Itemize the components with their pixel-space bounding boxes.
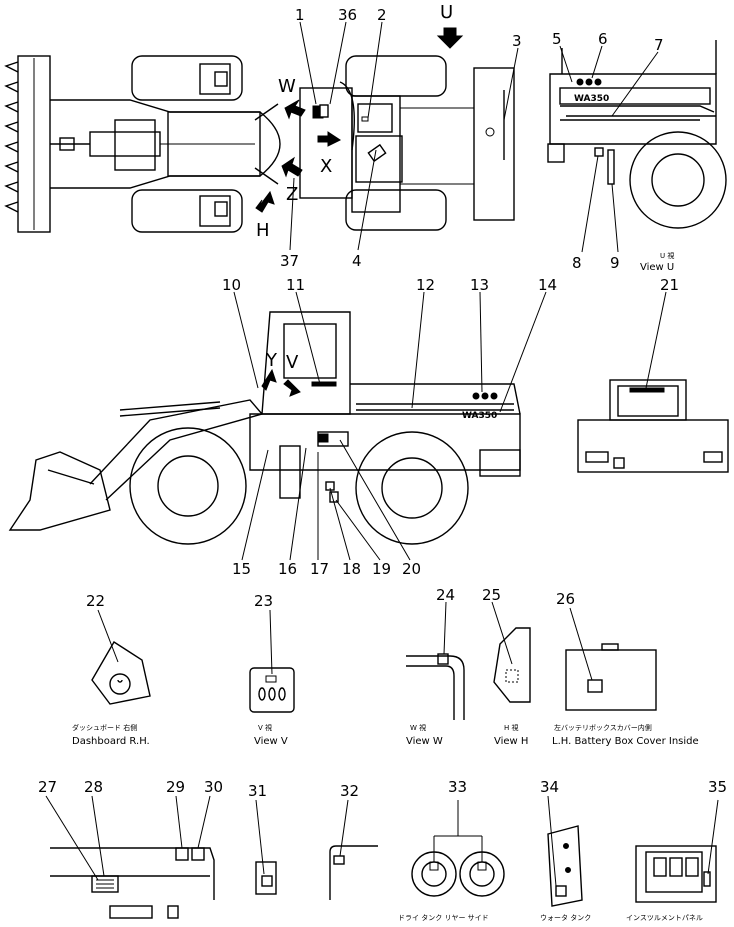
caption-panel-jp: インスツルメントパネル (626, 914, 703, 922)
caption-dashboard-jp: ダッシュボード 右側 (72, 723, 137, 732)
detail-32: 32 (329, 782, 378, 900)
detail-23-view-v: 23 V 視 View V (249, 592, 295, 747)
callout-4: 4 (352, 252, 362, 270)
caption-view-h-jp: H 視 (504, 723, 519, 732)
arrow-h (255, 190, 275, 213)
view-u-rear: WA350 5 6 7 8 9 U 視 View U (547, 30, 727, 273)
callout-33: 33 (448, 778, 467, 796)
caption-view-h: View H (494, 736, 528, 747)
arrow-y (261, 368, 277, 391)
caption-view-u-jp: U 視 (660, 251, 674, 260)
callout-22: 22 (86, 592, 105, 610)
callout-15: 15 (232, 560, 251, 578)
callout-14: 14 (538, 276, 557, 294)
arrow-x (317, 131, 341, 147)
arrow-z (281, 156, 303, 178)
detail-26-battery-cover: 26 左バッテリボックスカバー内側 L.H. Battery Box Cover… (552, 590, 699, 747)
caption-view-w: View W (406, 736, 443, 747)
caption-battery-jp: 左バッテリボックスカバー内側 (554, 723, 652, 732)
callout-35: 35 (708, 778, 727, 796)
callout-17: 17 (310, 560, 329, 578)
callout-3: 3 (512, 32, 522, 50)
detail-35-instrument-panel: 35 インスツルメントパネル (626, 778, 727, 922)
callout-16: 16 (278, 560, 297, 578)
arrow-u (436, 27, 464, 49)
caption-tank-jp: ドライ タンク リヤー サイド (398, 913, 489, 922)
callout-9: 9 (610, 254, 620, 272)
view-letter-h: H (256, 220, 270, 241)
boom-arms (50, 99, 260, 189)
callout-30: 30 (204, 778, 223, 796)
bucket-top (4, 55, 51, 233)
callout-20: 20 (402, 560, 421, 578)
front-tires (131, 55, 243, 233)
caption-view-v: View V (254, 736, 288, 747)
callout-12: 12 (416, 276, 435, 294)
callout-7: 7 (654, 36, 664, 54)
view-letter-y: Y (265, 350, 278, 371)
side-view-loader: WA350 Y V 10 11 12 13 14 (8, 276, 557, 578)
detail-34-water-tank: 34 ウォータ タンク (540, 778, 591, 922)
caption-view-w-jp: W 視 (410, 723, 426, 732)
callout-24: 24 (436, 586, 455, 604)
detail-27-30-console: 27 28 29 30 (38, 778, 223, 919)
detail-33-tanks: 33 ドライ タンク リヤー サイド (398, 778, 505, 922)
callout-29: 29 (166, 778, 185, 796)
callout-19: 19 (372, 560, 391, 578)
caption-view-u: View U (640, 262, 674, 273)
view-letter-z: Z (286, 184, 298, 205)
caption-view-v-jp: V 視 (258, 723, 272, 732)
callout-36: 36 (338, 6, 357, 24)
detail-25-view-h: 25 H 視 View H (482, 586, 531, 747)
callout-25: 25 (482, 586, 501, 604)
callout-26: 26 (556, 590, 575, 608)
arrow-w (284, 99, 306, 120)
model-badge-rear: WA350 (574, 94, 609, 104)
callout-34: 34 (540, 778, 559, 796)
model-badge-side: WA350 (462, 411, 497, 421)
top-view-loader: W X Z H U 1 36 2 3 4 37 (4, 2, 522, 270)
arrow-v (283, 379, 301, 397)
callout-6: 6 (598, 30, 608, 48)
detail-21: 21 (577, 276, 729, 473)
callout-32: 32 (340, 782, 359, 800)
callout-27: 27 (38, 778, 57, 796)
view-letter-v: V (286, 352, 299, 373)
callout-37: 37 (280, 252, 299, 270)
detail-31: 31 (248, 782, 277, 895)
callout-31: 31 (248, 782, 267, 800)
callout-10: 10 (222, 276, 241, 294)
caption-water-tank-jp: ウォータ タンク (540, 913, 591, 922)
view-letter-u: U (440, 2, 453, 23)
callout-1: 1 (295, 6, 305, 24)
detail-22-dashboard: 22 ダッシュボード 右側 Dashboard R.H. (72, 592, 151, 747)
view-letter-x: X (320, 156, 332, 177)
detail-24-view-w: 24 W 視 View W (406, 586, 465, 747)
callout-2: 2 (377, 6, 387, 24)
caption-battery: L.H. Battery Box Cover Inside (552, 736, 699, 747)
callout-11: 11 (286, 276, 305, 294)
callout-21: 21 (660, 276, 679, 294)
callout-23: 23 (254, 592, 273, 610)
callout-28: 28 (84, 778, 103, 796)
view-letter-w: W (278, 76, 296, 97)
callout-8: 8 (572, 254, 582, 272)
callout-13: 13 (470, 276, 489, 294)
callout-5: 5 (552, 30, 562, 48)
caption-dashboard: Dashboard R.H. (72, 736, 150, 747)
callout-18: 18 (342, 560, 361, 578)
